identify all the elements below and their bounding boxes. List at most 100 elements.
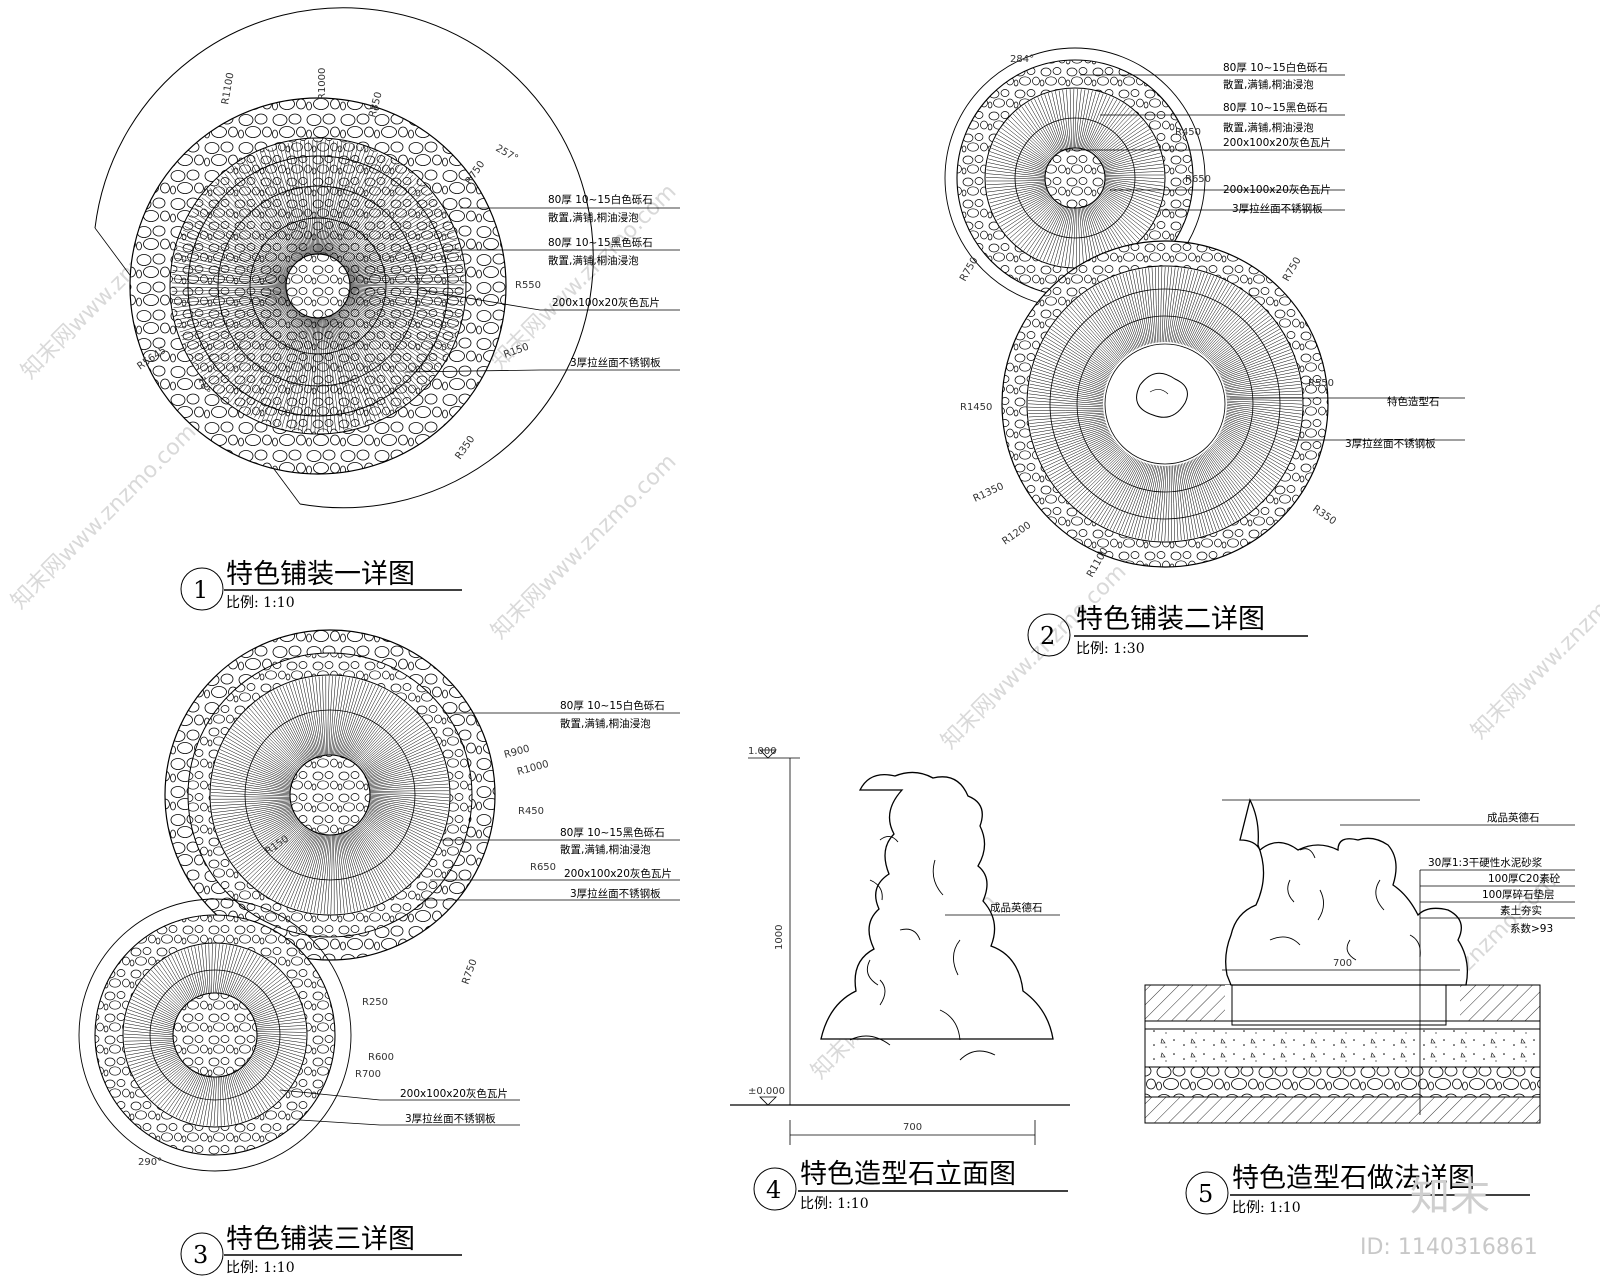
tile-stroke (172, 290, 287, 300)
tile-stroke (369, 780, 449, 789)
tile-stroke (247, 982, 290, 1010)
tile-stroke (173, 266, 287, 284)
tile-stroke (256, 1034, 306, 1040)
tile-stroke (173, 291, 287, 304)
tile-stroke (310, 834, 326, 913)
tile-stroke (1036, 428, 1109, 453)
tile-stroke (240, 966, 275, 1003)
tile-stroke (235, 957, 264, 999)
tile-stroke (197, 945, 206, 995)
tile-stroke (233, 1072, 253, 1119)
tile-stroke (1046, 334, 1111, 376)
tile-stroke (1167, 465, 1170, 542)
tile-stroke (1138, 269, 1151, 344)
tile-stroke (238, 1069, 262, 1114)
tile-stroke (1098, 196, 1143, 237)
tile-stroke (1077, 90, 1089, 149)
tile-stroke (1204, 303, 1259, 357)
tile-stroke (226, 1075, 236, 1124)
tile-stroke (1023, 203, 1060, 251)
tile-stroke (1059, 446, 1120, 493)
tile-stroke (229, 731, 296, 776)
callout-text: 散置,满铺,桐油浸泡 (1223, 121, 1314, 134)
tile-stroke (289, 317, 314, 430)
dimension-label: 700 (903, 1122, 922, 1133)
tile-stroke (1154, 465, 1164, 541)
tile-stroke (1056, 320, 1115, 369)
tile-stroke (1103, 152, 1161, 169)
tile-stroke (994, 192, 1049, 218)
tile-stroke (344, 209, 443, 269)
tile-stroke (123, 1037, 174, 1039)
tile-stroke (247, 1060, 284, 1095)
tile-stroke (330, 315, 369, 424)
tile-stroke (1027, 102, 1059, 154)
tile-stroke (1097, 459, 1138, 524)
tile-stroke (342, 199, 436, 266)
tile-stroke (1103, 187, 1158, 212)
tile-stroke (145, 1063, 185, 1094)
tile-stroke (279, 145, 309, 256)
tile-stroke (1027, 403, 1104, 408)
tile-stroke (239, 1068, 265, 1112)
tile-stroke (360, 721, 424, 769)
tile-stroke (1094, 114, 1138, 156)
tile-stroke (194, 946, 204, 995)
tile-stroke (1053, 442, 1117, 485)
tile-stroke (1096, 120, 1143, 158)
tile-stroke (1040, 432, 1111, 462)
tile-stroke (237, 163, 300, 261)
tile-stroke (1100, 460, 1140, 526)
tile-stroke (232, 1073, 250, 1120)
tile-stroke (348, 692, 391, 760)
tile-stroke (222, 1076, 229, 1126)
tile-stroke (1225, 377, 1300, 390)
tile-stroke (1219, 433, 1282, 477)
tile-stroke (1033, 424, 1107, 444)
tile-stroke (199, 200, 292, 269)
tile-stroke (249, 1058, 289, 1090)
tile-stroke (1107, 279, 1137, 350)
tile-stroke (216, 310, 298, 392)
tile-stroke (201, 197, 292, 269)
detail-scale: 比例: 1:30 (1076, 641, 1145, 657)
tile-stroke (1043, 435, 1112, 468)
tile-stroke (1032, 367, 1105, 391)
tile-stroke (171, 286, 287, 289)
tile-stroke (1226, 390, 1302, 396)
tile-stroke (1095, 285, 1132, 353)
tile-stroke (332, 314, 380, 419)
tile-stroke (1216, 437, 1276, 485)
tile-stroke (285, 317, 313, 429)
tile-stroke (1132, 270, 1148, 345)
tile-stroke (269, 830, 312, 898)
tile-stroke (987, 185, 1046, 197)
dimension-label: 1000 (774, 925, 785, 950)
tile-stroke (292, 682, 316, 758)
tile-stroke (354, 826, 399, 893)
tile-stroke (172, 270, 287, 285)
tile-stroke (1005, 122, 1051, 161)
tile-stroke (358, 822, 412, 883)
tile-stroke (160, 1069, 192, 1109)
tile-stroke (316, 139, 322, 255)
tile-stroke (293, 833, 321, 909)
tile-stroke (1099, 195, 1145, 234)
tile-stroke (351, 698, 400, 762)
tile-stroke (355, 825, 401, 891)
tile-stroke (1030, 100, 1060, 153)
tile-stroke (1190, 282, 1230, 348)
tile-stroke (345, 220, 449, 271)
tile-stroke (1036, 354, 1107, 386)
tile-stroke (334, 164, 400, 259)
tile-stroke (211, 801, 291, 810)
tile-stroke (306, 834, 325, 912)
tile-stroke (1220, 349, 1291, 377)
tile-stroke (355, 706, 410, 765)
tile-stroke (255, 1014, 304, 1024)
tile-stroke (203, 1076, 212, 1126)
tile-stroke (210, 1076, 216, 1126)
tile-stroke (349, 292, 460, 323)
tile-stroke (351, 828, 390, 899)
tile-stroke (1226, 394, 1302, 397)
